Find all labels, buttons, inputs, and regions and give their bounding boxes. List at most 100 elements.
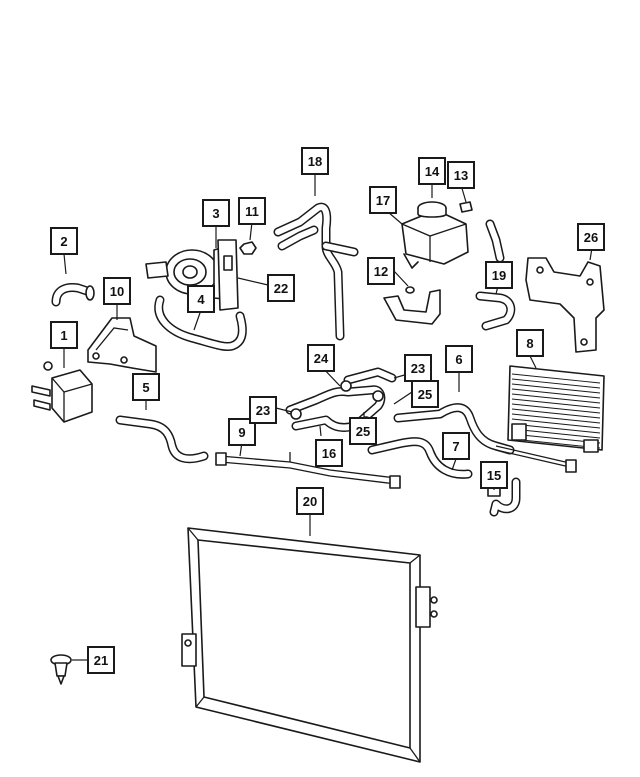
callout-number: 7 (452, 439, 459, 454)
callout-22: 22 (267, 274, 295, 302)
callout-5: 5 (132, 373, 160, 401)
callout-12: 12 (367, 257, 395, 285)
callout-number: 5 (142, 380, 149, 395)
callout-8: 8 (516, 329, 544, 357)
callout-box (367, 257, 395, 285)
callout-18: 18 (301, 147, 329, 175)
callout-box (132, 373, 160, 401)
coolant-hose-18 (273, 202, 359, 341)
callout-25: 25 (411, 380, 439, 408)
callout-number: 15 (487, 468, 501, 483)
cooler-fin (511, 408, 601, 419)
callout-number: 14 (425, 164, 440, 179)
callout-number: 11 (245, 204, 259, 219)
callout-25: 25 (349, 417, 377, 445)
callout-6: 6 (445, 345, 473, 373)
callout-box (480, 461, 508, 489)
callout-box (447, 161, 475, 189)
cooler-fin (511, 383, 601, 394)
callout-number: 8 (526, 336, 533, 351)
callout-box (238, 197, 266, 225)
callout-number: 9 (238, 425, 245, 440)
coolant-hose-5 (115, 415, 209, 464)
callout-number: 6 (455, 352, 462, 367)
nut-11 (239, 241, 257, 255)
callout-13: 13 (447, 161, 475, 189)
callout-box (301, 147, 329, 175)
callout-number: 10 (110, 284, 124, 299)
callout-number: 25 (418, 387, 432, 402)
callout-box (307, 344, 335, 372)
callout-box (411, 380, 439, 408)
cooler-fin (511, 388, 601, 399)
callout-number: 19 (492, 268, 506, 283)
callout-3: 3 (202, 199, 230, 227)
callout-14: 14 (418, 157, 446, 185)
callout-10: 10 (103, 277, 131, 305)
condenser-core (181, 527, 438, 763)
callout-4: 4 (187, 285, 215, 313)
push-pin-clip (50, 654, 72, 685)
callout-26: 26 (577, 223, 605, 251)
callout-number: 22 (274, 281, 288, 296)
callout-box (349, 417, 377, 445)
callout-box (442, 432, 470, 460)
callout-23: 23 (249, 396, 277, 424)
callout-number: 3 (212, 206, 219, 221)
callout-box (516, 329, 544, 357)
pump-bracket (217, 239, 239, 311)
elbow-hose (51, 283, 95, 307)
trans-oil-cooler-module (31, 361, 93, 423)
callout-23: 23 (404, 354, 432, 382)
callout-box (87, 646, 115, 674)
callout-16: 16 (315, 439, 343, 467)
callout-7: 7 (442, 432, 470, 460)
callout-number: 1 (60, 328, 67, 343)
reservoir-bracket (383, 286, 441, 325)
callout-box (369, 186, 397, 214)
callout-box (418, 157, 446, 185)
callout-box (103, 277, 131, 305)
callout-20: 20 (296, 487, 324, 515)
coolant-reservoir (401, 209, 469, 269)
callout-number: 23 (411, 361, 425, 376)
callout-number: 23 (256, 403, 270, 418)
coolant-hose-6 (393, 403, 577, 473)
cooler-fin (511, 378, 601, 389)
coolant-hose-15 (487, 477, 521, 517)
callout-labels: 1234567891011121314151617181920212223232… (50, 147, 605, 674)
callout-box (267, 274, 295, 302)
clip-13 (459, 201, 473, 213)
callout-box (445, 345, 473, 373)
callout-number: 25 (356, 424, 370, 439)
coolant-hose-7 (367, 437, 473, 479)
callout-number: 20 (303, 494, 317, 509)
cooler-fin (511, 403, 601, 414)
callout-17: 17 (369, 186, 397, 214)
callout-1: 1 (50, 321, 78, 349)
callout-11: 11 (238, 197, 266, 225)
callout-box (249, 396, 277, 424)
cooler-fin (511, 393, 601, 404)
callout-box (296, 487, 324, 515)
callout-box (187, 285, 215, 313)
callout-19: 19 (485, 261, 513, 289)
callout-number: 4 (197, 292, 205, 307)
callout-number: 24 (314, 351, 329, 366)
reservoir-cap (417, 201, 447, 218)
cooler-fin (511, 413, 601, 424)
cooler-line-tube (215, 452, 401, 489)
callout-number: 26 (584, 230, 598, 245)
callout-number: 18 (308, 154, 322, 169)
cooler-fin (511, 398, 601, 409)
callout-box (315, 439, 343, 467)
callout-box (50, 321, 78, 349)
callout-15: 15 (480, 461, 508, 489)
cooler-fin (511, 418, 601, 429)
callout-number: 21 (94, 653, 108, 668)
callout-number: 16 (322, 446, 336, 461)
mounting-bracket (87, 317, 157, 373)
callout-21: 21 (87, 646, 115, 674)
cooler-bracket-plate (525, 257, 605, 353)
